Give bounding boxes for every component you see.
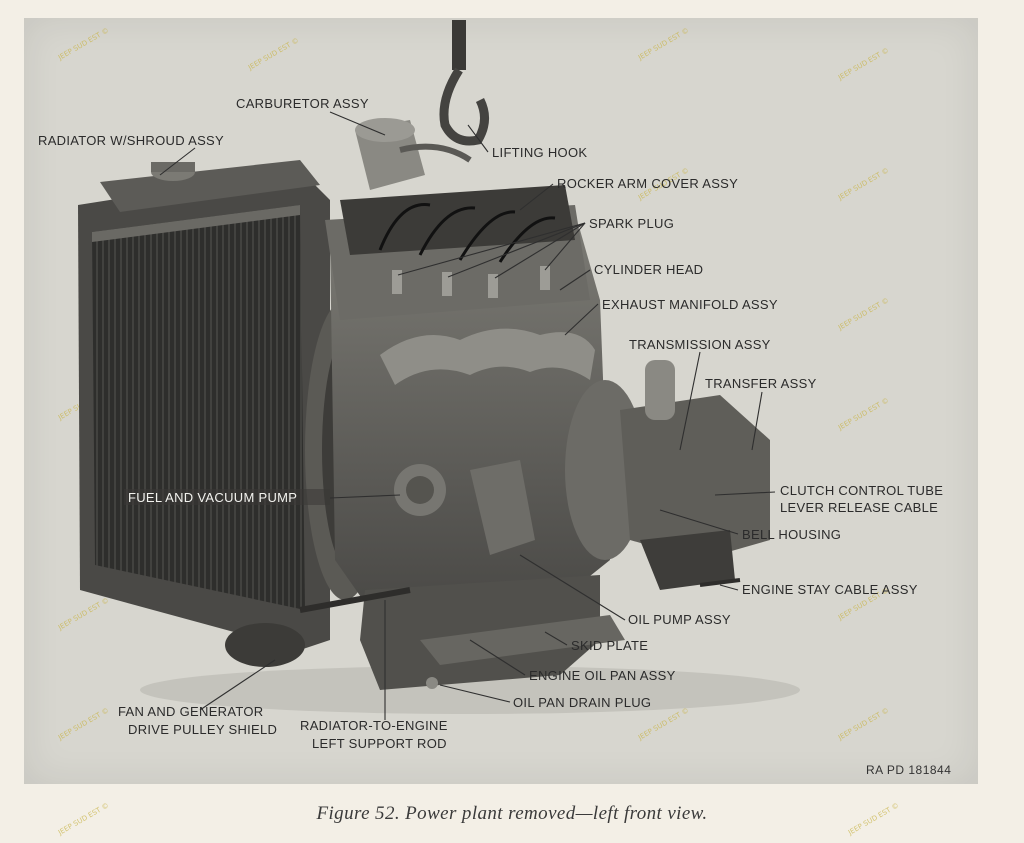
support-rod-shape	[299, 587, 411, 613]
leader-transmission	[679, 351, 701, 451]
label-clutch-tube: CLUTCH CONTROL TUBE	[780, 483, 943, 498]
watermark-text: JEEP SUD EST ©	[56, 26, 110, 62]
watermark-text: JEEP SUD EST ©	[836, 296, 890, 332]
leader-spark-plug	[494, 222, 586, 279]
leader-transfer	[751, 391, 763, 451]
label-radiator: RADIATOR W/SHROUD ASSY	[38, 133, 224, 148]
oil-pump-shape	[470, 460, 535, 555]
label-carburetor: CARBURETOR ASSY	[236, 96, 369, 111]
transfer-case-shape	[640, 530, 735, 590]
label-transfer: TRANSFER ASSY	[705, 376, 817, 391]
label-oil-pan: ENGINE OIL PAN ASSY	[529, 668, 676, 683]
leader-fuel-pump	[329, 494, 401, 499]
label-lever-cable: LEVER RELEASE CABLE	[780, 500, 938, 515]
watermark-text: JEEP SUD EST ©	[56, 706, 110, 742]
spark-plug-shape	[392, 270, 402, 294]
label-cylinder-head: CYLINDER HEAD	[594, 262, 703, 277]
rocker-cover-shape	[340, 185, 575, 255]
fuel-pump-cap	[406, 476, 434, 504]
leader-exhaust-manifold	[564, 303, 599, 336]
leader-lines	[159, 111, 776, 720]
watermark-text: JEEP SUD EST ©	[836, 706, 890, 742]
ground-shadow	[140, 666, 800, 714]
watermark-text: JEEP SUD EST ©	[836, 166, 890, 202]
callout-labels: CARBURETOR ASSY RADIATOR W/SHROUD ASSY L…	[38, 96, 951, 777]
watermark-text: JEEP SUD EST ©	[246, 36, 300, 72]
watermark-text: JEEP SUD EST ©	[836, 46, 890, 82]
leader-spark-plug	[544, 222, 586, 271]
leader-spark-plug	[447, 222, 586, 278]
plug-wire	[378, 203, 431, 251]
leader-drain-plug	[439, 684, 511, 703]
label-fuel-pump: FUEL AND VACUUM PUMP	[128, 490, 297, 505]
plug-wire	[418, 206, 476, 256]
leader-oil-pan	[469, 639, 526, 676]
stay-cable-shape	[699, 578, 741, 587]
leader-oil-pump	[519, 554, 626, 621]
watermark-text: JEEP SUD EST ©	[56, 596, 110, 632]
spark-plug-shape	[442, 272, 452, 296]
label-rocker-arm: ROCKER ARM COVER ASSY	[557, 176, 738, 191]
watermark-text: JEEP SUD EST ©	[636, 26, 690, 62]
watermark-text: JEEP SUD EST ©	[836, 396, 890, 432]
figure-caption: Figure 52. Power plant removed—left fron…	[316, 803, 708, 824]
label-lifting-hook: LIFTING HOOK	[492, 145, 587, 160]
leader-skid-plate	[544, 631, 568, 646]
shift-tower-shape	[645, 360, 675, 420]
radiator-core	[92, 205, 305, 610]
radiator-top-tank	[100, 160, 320, 212]
spark-plug-shape	[540, 266, 550, 290]
label-fan-shield-line2: DRIVE PULLEY SHIELD	[128, 722, 277, 737]
label-support-rod-line2: LEFT SUPPORT ROD	[312, 736, 447, 751]
engine-block	[330, 230, 610, 610]
watermark-text: JEEP SUD EST ©	[636, 706, 690, 742]
hook-chain	[452, 20, 466, 70]
leader-stay-cable	[719, 584, 739, 591]
engine-illustration	[78, 20, 800, 714]
label-bell-housing: BELL HOUSING	[742, 527, 841, 542]
drain-plug-shape	[426, 677, 438, 689]
label-oil-pump: OIL PUMP ASSY	[628, 612, 731, 627]
transmission-shape	[620, 395, 770, 560]
fuel-line	[399, 143, 472, 163]
radiator-top-tank-edge	[92, 205, 300, 242]
spark-plug-shape	[488, 274, 498, 298]
carburetor-top	[355, 118, 415, 142]
leader-spark-plug	[397, 222, 586, 276]
label-drain-plug: OIL PAN DRAIN PLUG	[513, 695, 651, 710]
skid-plate-shape	[420, 615, 625, 665]
leader-clutch-tube	[714, 491, 776, 496]
label-support-rod-line1: RADIATOR-TO-ENGINE	[300, 718, 448, 733]
label-transmission: TRANSMISSION ASSY	[629, 337, 771, 352]
label-skid-plate: SKID PLATE	[571, 638, 648, 653]
fuel-pump-label-backdrop	[124, 489, 330, 505]
exhaust-manifold-shape	[380, 328, 595, 385]
label-fan-shield-line1: FAN AND GENERATOR	[118, 704, 263, 719]
label-exhaust-manifold: EXHAUST MANIFOLD ASSY	[602, 297, 778, 312]
leader-radiator	[159, 147, 196, 176]
leader-lifting-hook	[467, 124, 489, 153]
radiator-filler-neck	[151, 162, 195, 172]
plug-wire	[458, 210, 516, 261]
leader-cylinder-head	[559, 269, 591, 291]
pulley-shield-shape	[225, 623, 305, 667]
label-stay-cable: ENGINE STAY CABLE ASSY	[742, 582, 918, 597]
leader-carburetor	[329, 111, 386, 136]
leader-bell-housing	[659, 509, 739, 535]
leader-fan-shield	[199, 659, 276, 711]
reference-code: RA PD 181844	[866, 763, 951, 777]
label-spark-plug: SPARK PLUG	[589, 216, 674, 231]
leader-rocker-arm	[519, 183, 554, 211]
hook-shape	[439, 67, 489, 146]
